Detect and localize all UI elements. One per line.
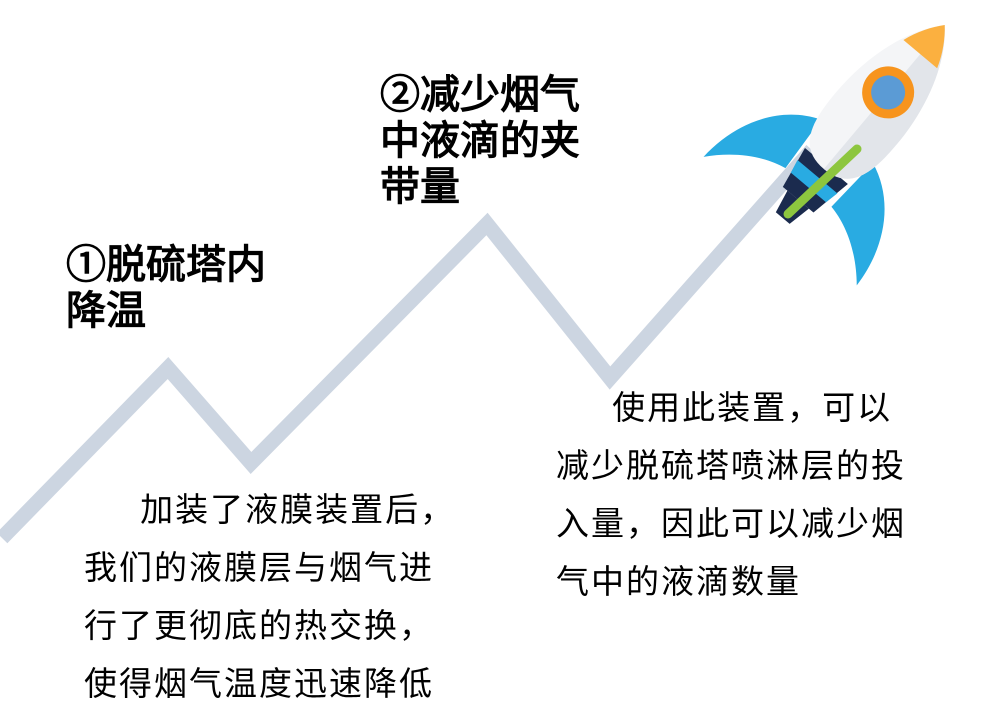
rocket-right-fin: [831, 163, 885, 286]
heading-point1: ①脱硫塔内降温: [66, 243, 266, 333]
paragraph-left-line: 我们的液膜层与烟气进: [84, 551, 434, 587]
rocket-left-fin: [703, 114, 821, 169]
heading-point2: ②减少烟气中液滴的夹带量: [380, 73, 580, 209]
paragraph-left-line: 加装了液膜装置后，: [140, 493, 456, 529]
zigzag-trend-line: [0, 145, 818, 544]
rocket-green-stripe: [783, 144, 862, 219]
paragraph-right-line: 气中的液滴数量: [556, 565, 801, 601]
paragraph-right-line: 入量，因此可以减少烟: [556, 507, 906, 543]
rocket-nose: [903, 25, 945, 69]
paragraph-left: 加装了液膜装置后， 我们的液膜层与烟气进 行了更彻底的热交换， 使得烟气温度迅速…: [84, 482, 455, 714]
rocket-tail-band: [790, 159, 838, 203]
paragraph-right: 使用此装置，可以 减少脱硫塔喷淋层的投 入量，因此可以减少烟 气中的液滴数量: [556, 380, 906, 612]
paragraph-left-line: 行了更彻底的热交换，: [84, 609, 434, 645]
rocket-illustration: [703, 25, 945, 286]
paragraph-right-line: 使用此装置，可以: [612, 391, 893, 427]
paragraph-left-line: 使得烟气温度迅速降低: [84, 667, 434, 703]
paragraph-right-line: 减少脱硫塔喷淋层的投: [556, 449, 906, 485]
rocket-window-glass: [871, 75, 906, 110]
